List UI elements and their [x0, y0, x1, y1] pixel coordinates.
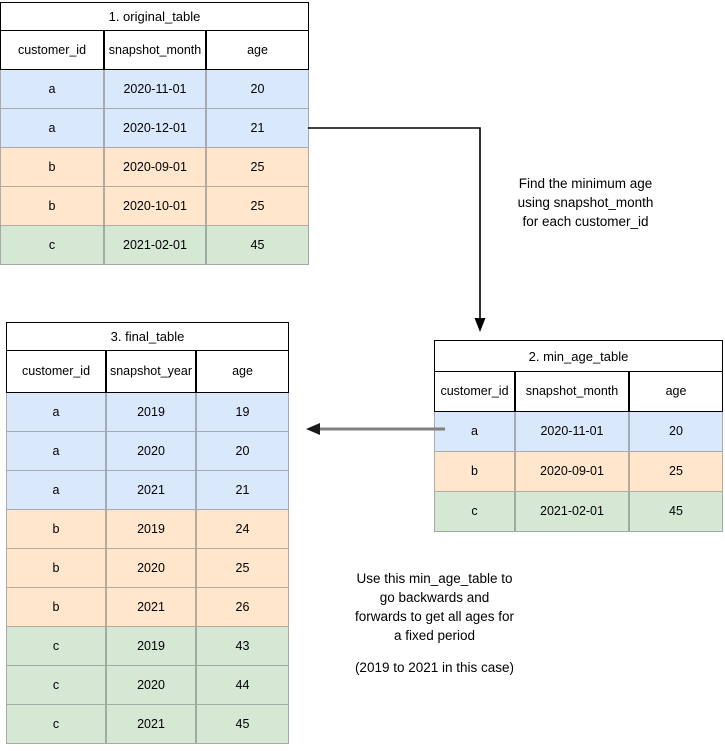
cell-customer-id: a: [0, 109, 104, 148]
cell-customer-id: b: [0, 148, 104, 187]
cell-age: 26: [196, 588, 289, 627]
table-row: b 2020-09-01 25: [0, 148, 309, 187]
cell-customer-id: a: [0, 70, 104, 109]
cell-age: 20: [629, 412, 723, 452]
table-row: c 2021-02-01 45: [0, 226, 309, 265]
cell-snapshot-year: 2021: [106, 705, 196, 744]
cell-customer-id: b: [6, 588, 106, 627]
original-header-customer-id: customer_id: [0, 31, 104, 70]
cell-snapshot-month: 2020-11-01: [515, 412, 629, 452]
cell-age: 19: [196, 393, 289, 432]
final-header-customer-id: customer_id: [6, 351, 106, 393]
cell-age: 43: [196, 627, 289, 666]
original-table: 1. original_table customer_id snapshot_m…: [0, 2, 309, 265]
cell-customer-id: c: [6, 705, 106, 744]
cell-age: 45: [629, 492, 723, 532]
cell-customer-id: a: [6, 393, 106, 432]
cell-age: 45: [206, 226, 309, 265]
cell-snapshot-month: 2020-09-01: [515, 452, 629, 492]
cell-age: 25: [206, 187, 309, 226]
cell-age: 24: [196, 510, 289, 549]
note-period-range: (2019 to 2021 in this case): [354, 660, 515, 675]
cell-customer-id: a: [6, 432, 106, 471]
final-header-snapshot-year: snapshot_year: [106, 351, 196, 393]
cell-snapshot-year: 2021: [106, 588, 196, 627]
cell-snapshot-month: 2020-11-01: [104, 70, 206, 109]
table-row: a 2020-12-01 21: [0, 109, 309, 148]
cell-customer-id: b: [6, 510, 106, 549]
cell-age: 45: [196, 705, 289, 744]
original-header-snapshot-month: snapshot_month: [104, 31, 206, 70]
cell-snapshot-month: 2020-09-01: [104, 148, 206, 187]
cell-snapshot-year: 2020: [106, 666, 196, 705]
cell-customer-id: a: [434, 412, 515, 452]
min-age-header-age: age: [629, 372, 723, 412]
table-row: c 2021 45: [6, 705, 289, 744]
note-find-minimum-age: Find the minimum age using snapshot_mont…: [517, 176, 654, 229]
cell-snapshot-month: 2020-10-01: [104, 187, 206, 226]
cell-snapshot-month: 2020-12-01: [104, 109, 206, 148]
cell-customer-id: c: [0, 226, 104, 265]
table-row: b 2021 26: [6, 588, 289, 627]
cell-customer-id: a: [6, 471, 106, 510]
cell-age: 21: [196, 471, 289, 510]
final-header-age: age: [196, 351, 289, 393]
arrow-min-age-to-final: [306, 423, 445, 435]
cell-customer-id: b: [6, 549, 106, 588]
table-row: a 2020-11-01 20: [434, 412, 723, 452]
cell-age: 25: [206, 148, 309, 187]
table-row: b 2020-10-01 25: [0, 187, 309, 226]
final-table-title: 3. final_table: [6, 322, 289, 351]
cell-customer-id: c: [6, 666, 106, 705]
cell-age: 25: [629, 452, 723, 492]
cell-snapshot-year: 2021: [106, 471, 196, 510]
table-row: a 2020 20: [6, 432, 289, 471]
cell-age: 44: [196, 666, 289, 705]
min-age-header-snapshot-month: snapshot_month: [515, 372, 629, 412]
arrowhead-left-icon: [306, 423, 320, 435]
table-row: c 2021-02-01 45: [434, 492, 723, 532]
table-row: a 2020-11-01 20: [0, 70, 309, 109]
table-row: a 2021 21: [6, 471, 289, 510]
cell-snapshot-year: 2019: [106, 627, 196, 666]
original-table-header-row: customer_id snapshot_month age: [0, 31, 309, 70]
cell-snapshot-year: 2020: [106, 432, 196, 471]
cell-customer-id: c: [434, 492, 515, 532]
cell-customer-id: b: [0, 187, 104, 226]
table-row: b 2020-09-01 25: [434, 452, 723, 492]
original-header-age: age: [206, 31, 309, 70]
arrowhead-down-icon: [474, 318, 486, 332]
cell-snapshot-year: 2020: [106, 549, 196, 588]
final-table-header-row: customer_id snapshot_year age: [6, 351, 289, 393]
cell-customer-id: c: [6, 627, 106, 666]
cell-snapshot-month: 2021-02-01: [104, 226, 206, 265]
cell-age: 20: [196, 432, 289, 471]
original-table-title: 1. original_table: [0, 2, 309, 31]
table-row: c 2019 43: [6, 627, 289, 666]
cell-age: 21: [206, 109, 309, 148]
cell-snapshot-month: 2021-02-01: [515, 492, 629, 532]
final-table: 3. final_table customer_id snapshot_year…: [6, 322, 289, 744]
min-age-table: 2. min_age_table customer_id snapshot_mo…: [434, 340, 723, 532]
min-age-header-customer-id: customer_id: [434, 372, 515, 412]
note-use-min-age-table: Use this min_age_table to go backwards a…: [354, 571, 515, 643]
cell-snapshot-year: 2019: [106, 393, 196, 432]
cell-snapshot-year: 2019: [106, 510, 196, 549]
cell-customer-id: b: [434, 452, 515, 492]
table-row: c 2020 44: [6, 666, 289, 705]
cell-age: 25: [196, 549, 289, 588]
table-row: b 2019 24: [6, 510, 289, 549]
min-age-table-header-row: customer_id snapshot_month age: [434, 372, 723, 412]
table-row: b 2020 25: [6, 549, 289, 588]
arrow-original-to-min-age: [308, 127, 486, 332]
cell-age: 20: [206, 70, 309, 109]
table-row: a 2019 19: [6, 393, 289, 432]
min-age-table-title: 2. min_age_table: [434, 340, 723, 372]
